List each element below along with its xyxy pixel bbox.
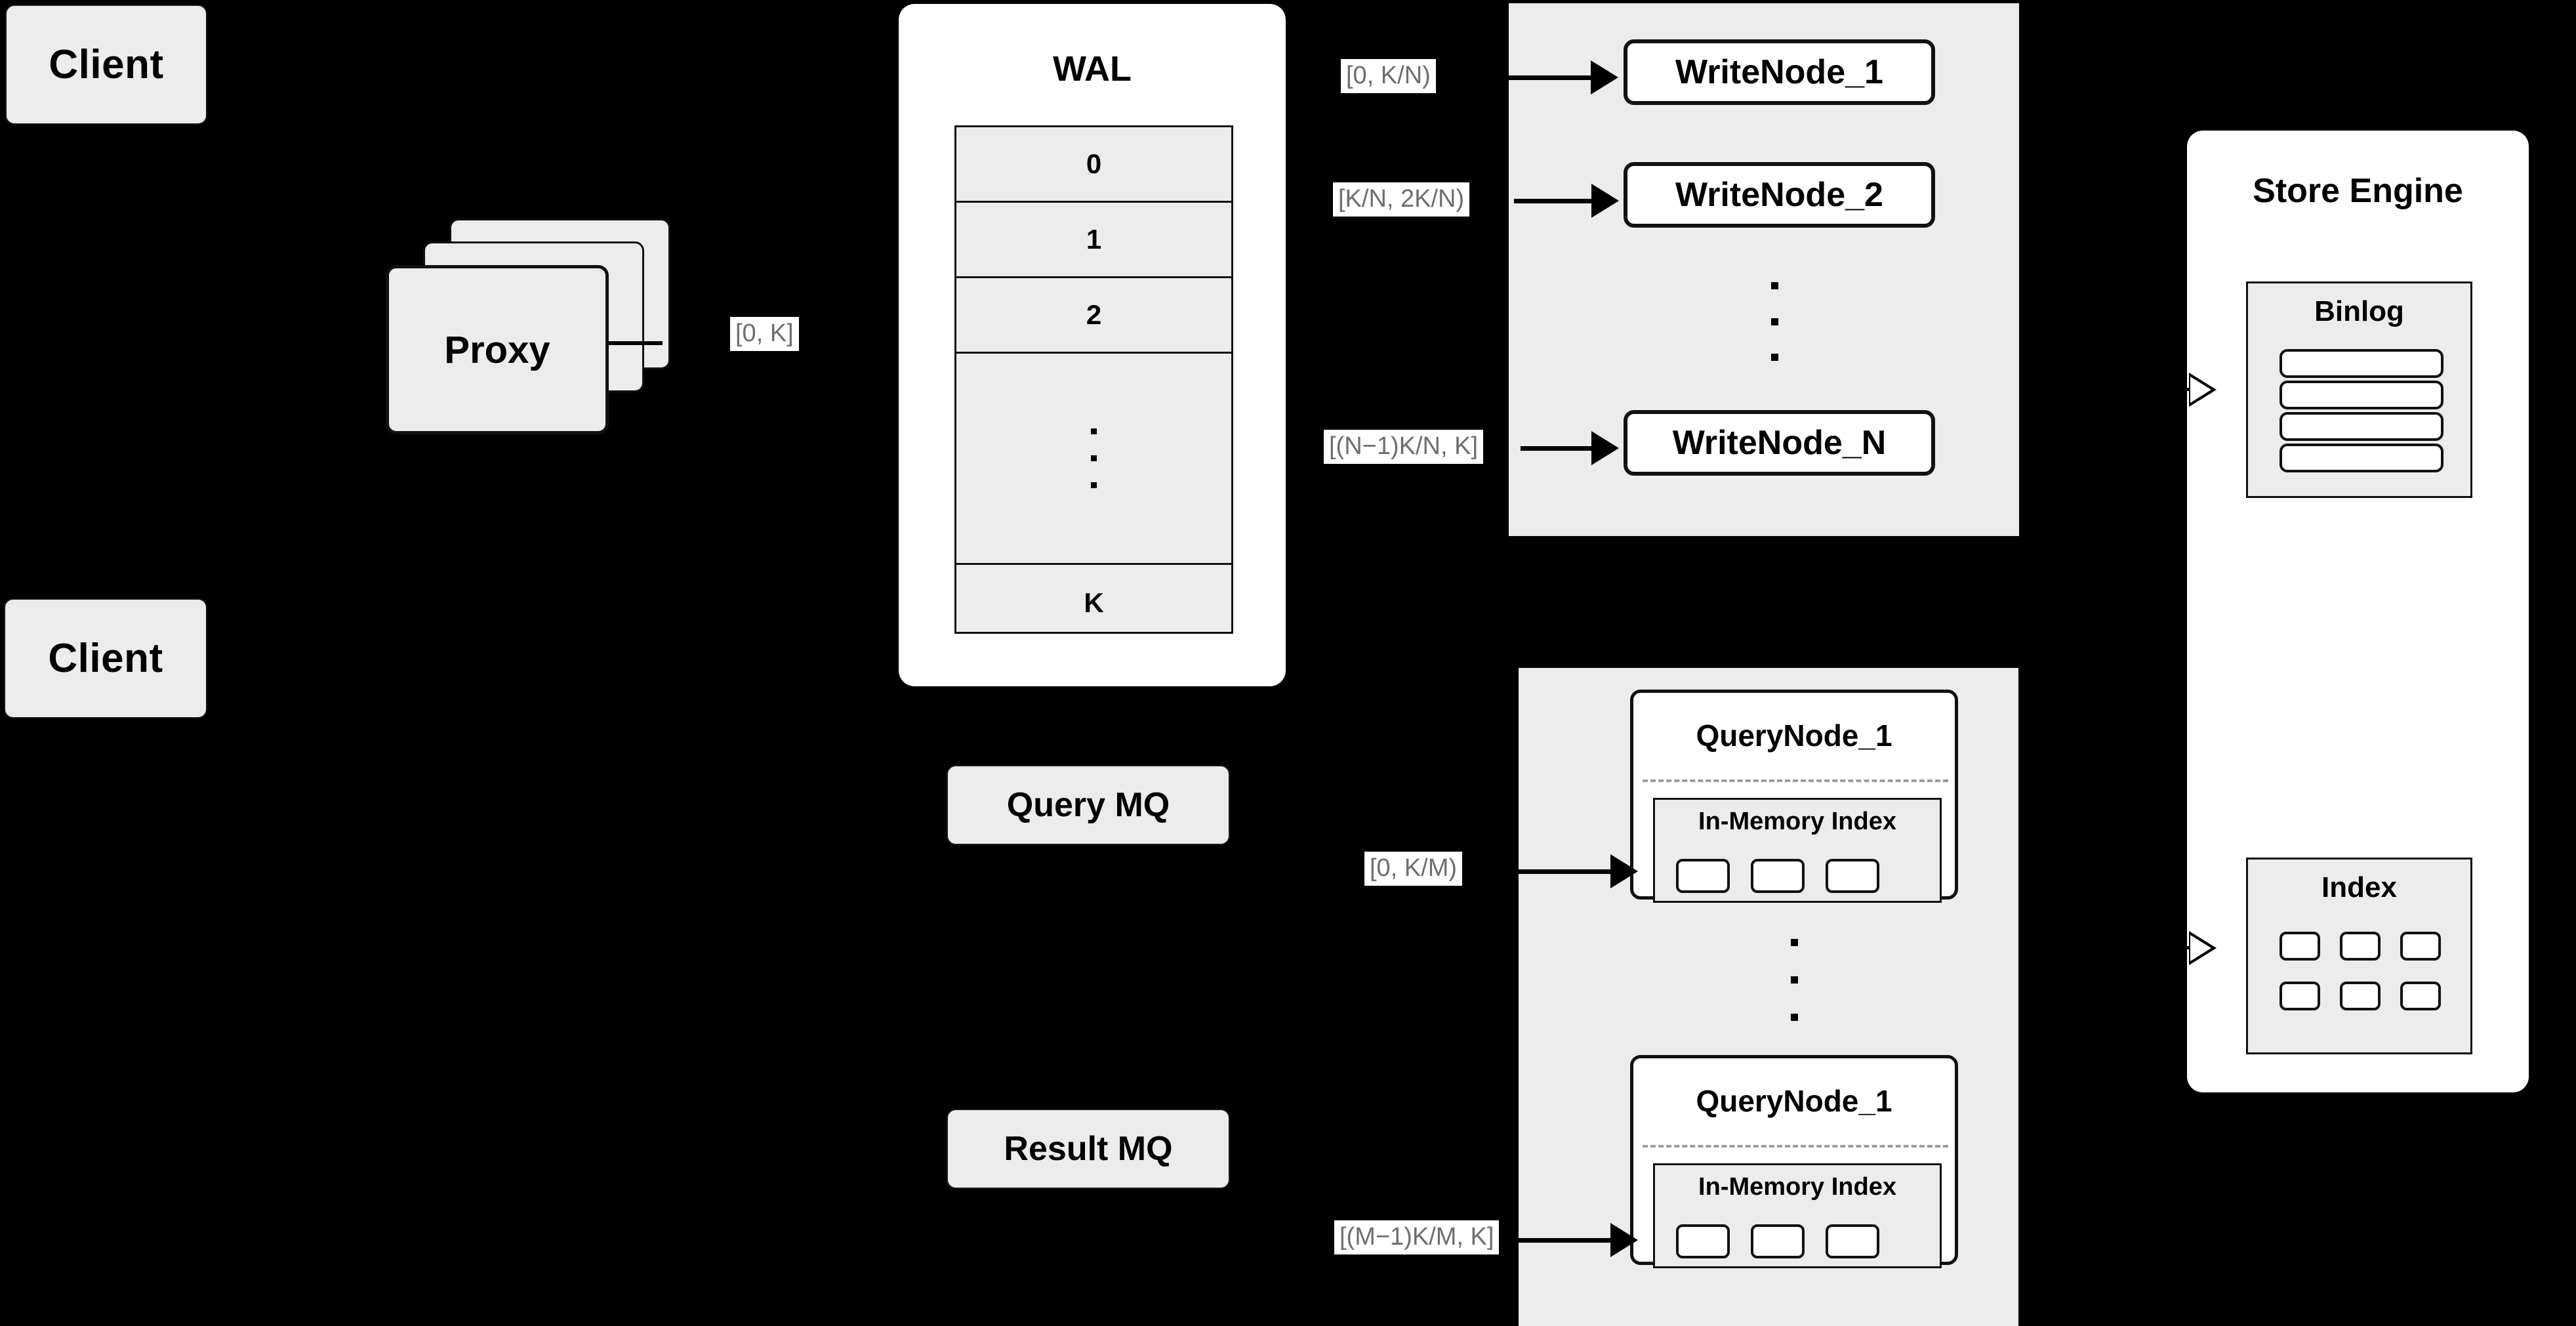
ellipsis-dot (1770, 354, 1778, 361)
arrow-line-mq-to-query-m (1519, 1238, 1610, 1243)
index-cell[interactable] (1751, 859, 1805, 893)
index-cell[interactable] (2280, 932, 2320, 961)
ellipsis-dot (1091, 482, 1097, 488)
edge-label-wal-to-write-1: [0, K/N) (1341, 59, 1436, 93)
index-title: Index (2321, 871, 2397, 903)
arrow-line-wal-to-write-n (1521, 446, 1591, 451)
client-label-1: Client (49, 42, 164, 87)
query-node-1-in-memory-index: In-Memory Index (1653, 798, 1942, 903)
query-node-m-divider (1643, 1145, 1948, 1148)
index-cell[interactable] (1676, 859, 1730, 893)
result-mq-label: Result MQ (1004, 1130, 1173, 1168)
arrow-head-wal-to-write-1 (1591, 60, 1618, 94)
index-cell[interactable] (2280, 982, 2320, 1010)
index-cell[interactable] (1676, 1224, 1730, 1258)
write-node-2-label: WriteNode_2 (1675, 176, 1883, 214)
proxy-label: Proxy (444, 328, 550, 371)
ellipsis-dot (1091, 428, 1097, 434)
query-node-ellipsis (1788, 939, 1801, 1021)
wal-panel: WAL 0 1 2 K (899, 4, 1286, 686)
query-node-m[interactable]: QueryNode_1 In-Memory Index (1630, 1055, 1958, 1268)
index-section: Index (2246, 858, 2472, 1054)
client-box-2[interactable]: Client (4, 598, 207, 718)
wal-row-ellipsis (956, 354, 1231, 565)
wal-row[interactable]: 2 (956, 278, 1231, 354)
wal-row-label: 2 (1086, 299, 1102, 330)
wal-entry-table: 0 1 2 K (954, 125, 1233, 634)
binlog-section: Binlog (2246, 281, 2472, 498)
proxy-to-wal-connector (609, 341, 663, 345)
write-node-cluster: WriteNode_1 WriteNode_2 WriteNode_N (1509, 3, 2019, 536)
arrow-line-wal-to-write-1 (1446, 75, 1591, 80)
binlog-row[interactable] (2280, 412, 2443, 441)
query-node-cluster: QueryNode_1 In-Memory Index QueryNode_1 … (1519, 668, 2018, 1326)
arrow-head-mq-to-query-m (1610, 1223, 1638, 1257)
binlog-row[interactable] (2280, 349, 2443, 378)
arrow-line-to-index (2152, 946, 2192, 949)
query-node-1-index-title: In-Memory Index (1698, 808, 1896, 835)
write-node-n-label: WriteNode_N (1672, 424, 1887, 462)
query-node-m-title: QueryNode_1 (1696, 1084, 1892, 1118)
edge-label-mq-to-query-1: [0, K/M) (1364, 852, 1463, 886)
query-node-1-title: QueryNode_1 (1696, 718, 1892, 753)
edge-label-wal-to-write-n: [(N−1)K/N, K] (1324, 430, 1483, 464)
wal-row-label: K (1084, 587, 1104, 618)
wal-row-label: 0 (1086, 148, 1102, 179)
ellipsis-dot (1790, 1014, 1798, 1021)
binlog-row[interactable] (2280, 381, 2443, 409)
ellipsis-dot (1770, 318, 1778, 325)
edge-label-wal-to-write-2: [K/N, 2K/N) (1333, 182, 1470, 217)
ellipsis-dot (1091, 455, 1097, 461)
query-node-m-index-title: In-Memory Index (1698, 1173, 1896, 1201)
wal-row[interactable]: 0 (956, 127, 1231, 203)
binlog-title: Binlog (2314, 295, 2404, 327)
write-node-ellipsis (1768, 282, 1781, 361)
result-mq-box[interactable]: Result MQ (947, 1109, 1230, 1189)
index-cell[interactable] (2340, 932, 2381, 961)
store-engine-title: Store Engine (2253, 172, 2463, 210)
write-node-n[interactable]: WriteNode_N (1624, 410, 1935, 476)
arrow-line-to-binlog (2152, 388, 2192, 391)
arrow-head-open-to-binlog (2189, 373, 2217, 407)
arrow-line-wal-to-write-2 (1514, 199, 1591, 203)
wal-row-label: 1 (1086, 224, 1102, 255)
ellipsis-dot (1790, 976, 1798, 984)
index-cell[interactable] (1826, 1224, 1879, 1258)
arrow-head-mq-to-query-1 (1610, 854, 1638, 888)
query-mq-box[interactable]: Query MQ (947, 765, 1230, 845)
index-cell[interactable] (1751, 1224, 1805, 1258)
query-node-m-in-memory-index: In-Memory Index (1653, 1163, 1942, 1268)
query-node-1-divider (1643, 779, 1948, 782)
arrow-head-wal-to-write-n (1591, 431, 1619, 465)
store-engine-panel: Store Engine Binlog Index (2187, 131, 2529, 1092)
edge-label-mq-to-query-m: [(M−1)K/M, K] (1334, 1220, 1500, 1254)
arrow-head-open-to-index (2189, 931, 2217, 965)
index-cell[interactable] (2340, 982, 2381, 1010)
client-label-2: Client (48, 636, 163, 681)
binlog-row[interactable] (2280, 444, 2443, 472)
client-box-1[interactable]: Client (5, 5, 207, 125)
write-node-1-label: WriteNode_1 (1675, 53, 1883, 91)
ellipsis-dot (1770, 282, 1778, 289)
write-node-1[interactable]: WriteNode_1 (1624, 39, 1935, 105)
query-node-1[interactable]: QueryNode_1 In-Memory Index (1630, 690, 1958, 903)
index-cell[interactable] (2400, 932, 2441, 961)
wal-title: WAL (1053, 49, 1132, 89)
query-mq-label: Query MQ (1006, 786, 1170, 824)
index-cell[interactable] (2400, 982, 2441, 1010)
edge-label-proxy-to-wal: [0, K] (730, 317, 799, 351)
proxy-box[interactable]: Proxy (386, 265, 609, 434)
wal-row[interactable]: K (956, 565, 1231, 640)
ellipsis-dot (1790, 939, 1798, 946)
index-cell[interactable] (1826, 859, 1879, 893)
arrow-head-wal-to-write-2 (1591, 184, 1619, 218)
wal-row[interactable]: 1 (956, 203, 1231, 278)
write-node-2[interactable]: WriteNode_2 (1624, 162, 1935, 228)
arrow-line-mq-to-query-1 (1519, 869, 1610, 874)
